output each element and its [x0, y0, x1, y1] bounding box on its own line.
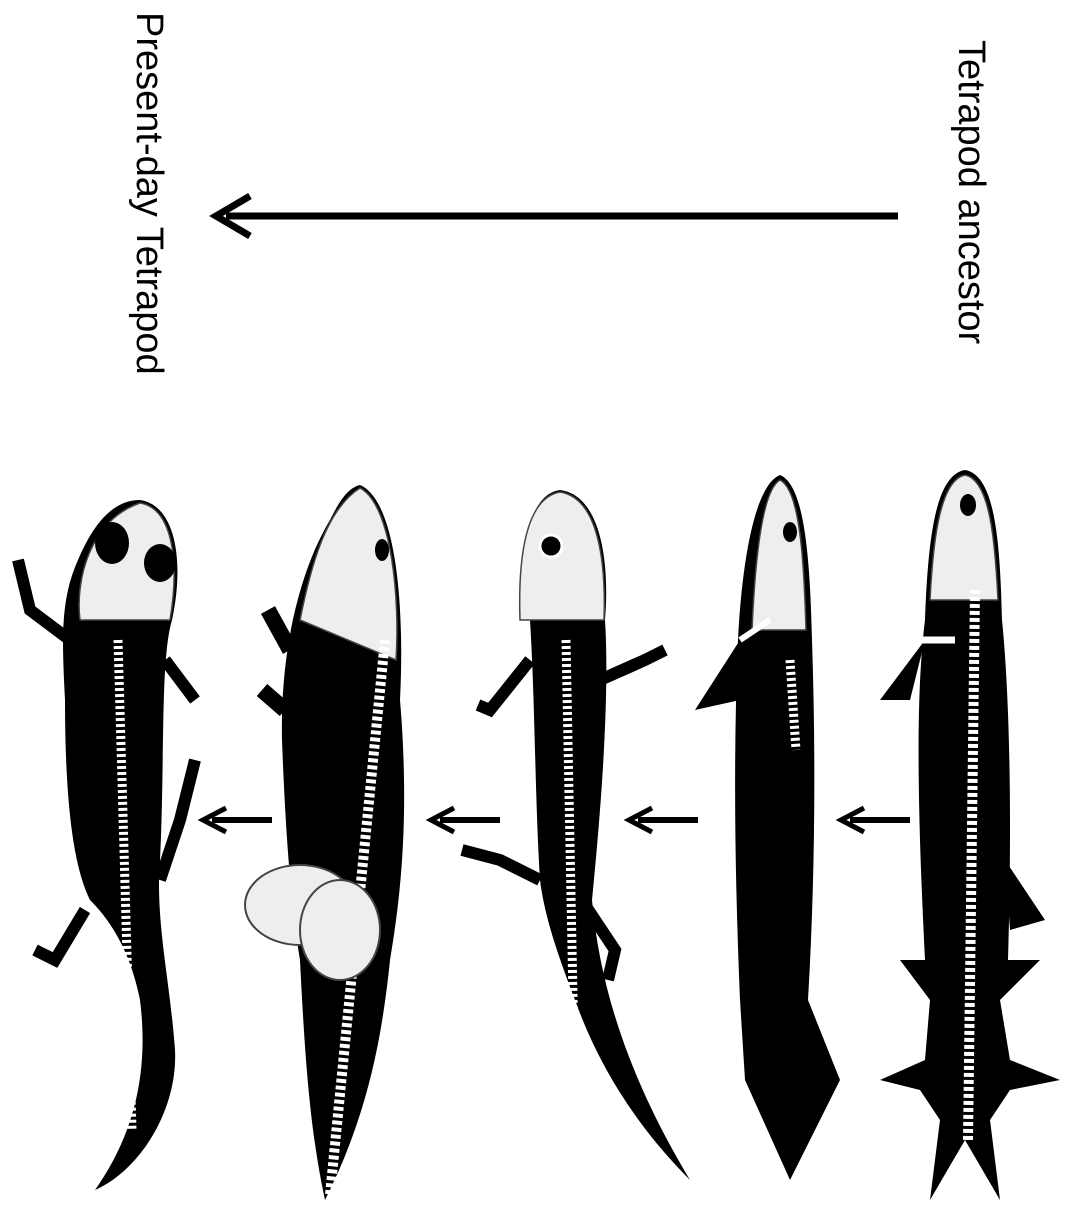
stage-4-tetrapod	[245, 485, 404, 1200]
stage-arrow-4	[203, 808, 272, 832]
stage-2-fish	[695, 475, 840, 1180]
timeline-arrow	[216, 196, 898, 236]
stage-3-tetrapod	[462, 490, 690, 1180]
stage-arrow-1	[841, 808, 910, 832]
stage-1-fish	[880, 470, 1060, 1200]
stage-arrow-3	[431, 808, 500, 832]
stage-arrow-2	[629, 808, 698, 832]
stage-5-salamander	[18, 500, 195, 1190]
